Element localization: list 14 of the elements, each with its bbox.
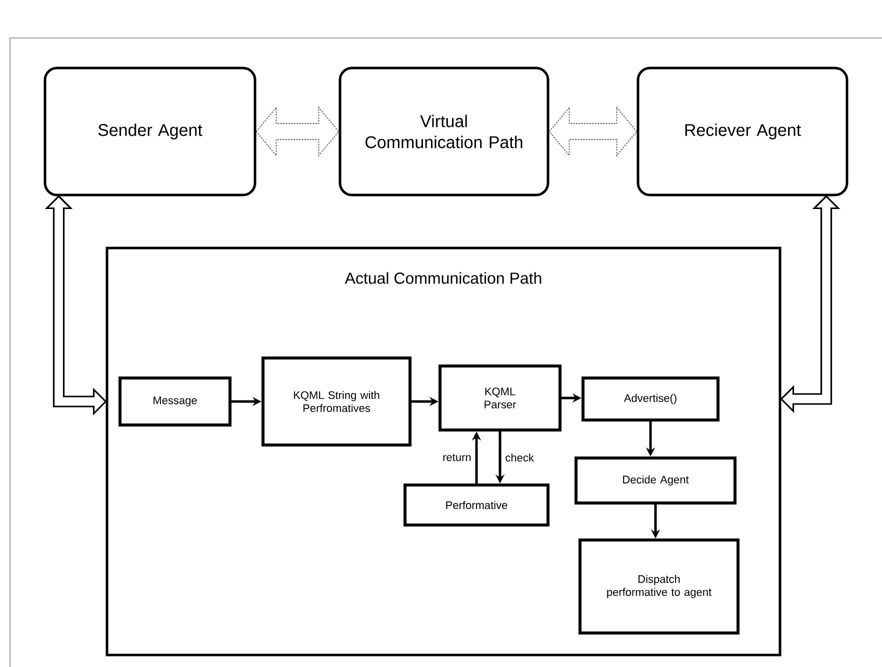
process-box: KQML Parser <box>438 364 562 432</box>
edge-label: check <box>504 452 535 463</box>
arrow <box>548 106 638 157</box>
edge-label: return <box>442 452 472 462</box>
agent-box: Reciever Agent <box>636 66 848 196</box>
process-box: Decide Agent <box>574 456 736 504</box>
process-box: Advertise() <box>582 376 720 422</box>
process-box: Message <box>118 376 232 426</box>
agent-box: Virtual Communication Path <box>338 66 550 196</box>
arrow <box>256 106 340 157</box>
agent-box: Sender Agent <box>44 66 256 196</box>
process-box: KQML String with Perfromatives <box>262 356 412 446</box>
process-box: Dispatch performative to agent <box>578 538 740 634</box>
process-box: Performative <box>404 484 550 526</box>
